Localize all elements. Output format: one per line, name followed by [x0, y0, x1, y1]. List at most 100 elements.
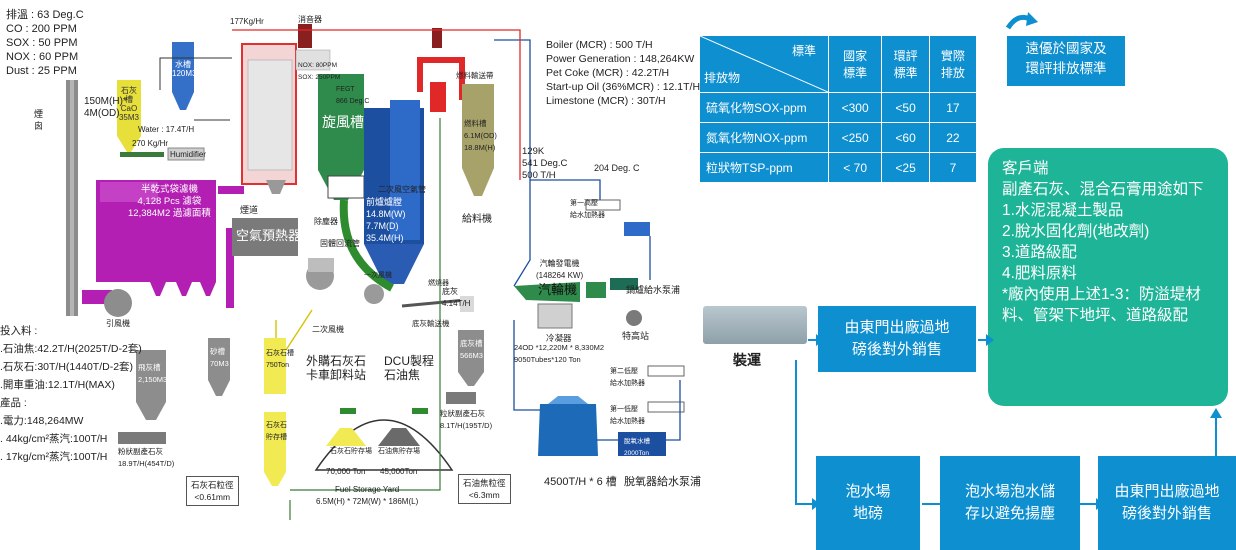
customer-item: 3.道路級配	[1002, 244, 1077, 261]
table-row: 硫氧化物SOX-ppm <300 <50 17	[700, 92, 976, 123]
turbine-shape	[514, 282, 580, 302]
ton-70000-label: 70,000 Ton	[326, 467, 366, 476]
coke-size-label: 石油焦粒徑 <6.3mm	[458, 474, 511, 504]
ton-45000-label: 45,000Ton	[380, 467, 418, 476]
lime-bin-label: 石灰槽 CaO 35M3	[118, 86, 139, 122]
dcu-coke-label: DCU製程 石油焦	[384, 354, 434, 382]
lime-bin-shape	[117, 80, 141, 136]
boiler-label: 前爐爐膛 14.8M(W) 7.7M(D) 35.4M(H)	[366, 197, 406, 243]
lp-heater1-label: 第一低壓 給水加熱器	[610, 406, 645, 425]
silencer-label: 消音器	[298, 15, 322, 24]
bottom-ash-label: 底灰 4.14T/H	[442, 287, 471, 308]
cooling-tower-label: 冷卻水塔	[546, 458, 583, 468]
info-line: SOX : 50 PPM	[6, 37, 78, 49]
spec-line: Power Generation : 148,264KW	[546, 53, 695, 65]
input-line: .石灰石:30T/H(1440T/D-2套)	[0, 361, 134, 373]
row-actual: 7	[929, 152, 976, 183]
boiler-specs: Boiler (MCR) : 500 T/H Power Generation …	[546, 38, 700, 108]
deaerator-pump-label: 脫氧器給水泵浦	[624, 476, 701, 488]
row-national: <250	[828, 122, 883, 153]
arrow-head-icon	[1210, 408, 1222, 418]
nox-label: NOX: 80PPM SOX: 250PPM	[298, 62, 341, 81]
condenser-label: 冷凝器	[546, 333, 572, 343]
lime-size-label: 石灰石粒徑 <0.61mm	[186, 476, 239, 506]
table-corner-header: 標準 排放物	[700, 36, 829, 93]
row-national: < 70	[828, 152, 883, 183]
pond-storage-box: 泡水場泡水儲 存以避免揚塵	[940, 456, 1080, 550]
fan-primary-label: 一次風機	[364, 272, 392, 279]
sec-air-label: 二次風空氣管	[378, 185, 426, 194]
boiler-feed-pump-label: 鍋爐給水泵浦	[626, 285, 681, 295]
feeder-label: 給料機	[462, 214, 492, 225]
water-tank-shape	[172, 42, 194, 92]
flow-177-label: 177Kg/Hr	[230, 17, 264, 26]
flyash-out-label: 粉狀副產石灰 18.9T/H(454T/D)	[118, 447, 175, 468]
special-station-label: 特高站	[622, 331, 650, 341]
cyclone-shape	[318, 74, 364, 170]
row-national: <300	[828, 92, 883, 123]
row-name: 氮氧化物NOX-ppm	[700, 122, 829, 153]
cyclone-label: 旋風槽	[322, 114, 364, 130]
flyash-silo-label: 飛灰槽 2,150M3	[138, 363, 168, 384]
arrow-head-icon	[986, 334, 994, 346]
flow-129k-label: 129K 541 Deg.C 500 T/H	[522, 146, 568, 181]
humidifier-label: Humidifier	[170, 150, 207, 159]
air-preheater-shape	[232, 218, 298, 256]
bag-filter-label: 半乾式袋濾機 4,128 Pcs 濾袋 12,384M2 過濾面積	[128, 184, 211, 219]
dust-collector-label: 除塵器	[314, 217, 338, 226]
storage-yard-label: Fuel Storage Yard 6.5M(H) * 72M(W) * 186…	[316, 485, 419, 506]
spec-line: Boiler (MCR) : 500 T/H	[546, 39, 653, 51]
emission-table: 標準 排放物 國家 標準 環評 標準 實際 排放 硫氧化物SOX-ppm <30…	[700, 36, 976, 183]
fuel-feed-label: 燃料輸送帶	[456, 71, 494, 80]
emission-info: 排溫 : 63 Deg.C CO : 200 PPM SOX : 50 PPM …	[6, 8, 84, 78]
sand-bin-label: 砂槽 70M3	[210, 347, 229, 368]
water-flow-label: Water : 17.4T/H	[138, 125, 195, 134]
turbine-gen-label: 汽輪發電機 (148264 KW)	[536, 259, 584, 280]
info-line: CO : 200 PPM	[6, 23, 77, 35]
bottom-silo-label: 底灰槽 566M3	[460, 339, 483, 360]
info-line: Dust : 25 PPM	[6, 65, 77, 77]
input-line: .電力:148,264MW	[0, 415, 84, 427]
col-national: 國家 標準	[828, 36, 883, 93]
chimney-flow-label: 150M(H)* 4M(OD)	[84, 96, 127, 119]
input-line: 投入料 :	[0, 325, 38, 337]
standards-notice: 遠優於國家及 環評排放標準	[1007, 36, 1125, 86]
bottom-conveyor-label: 底灰輸送機	[412, 319, 450, 328]
fuel-silo-shape	[462, 84, 494, 168]
customer-title: 客戶端	[1002, 160, 1049, 177]
cooling-tower-shape	[538, 404, 598, 456]
humid-flow-label: 270 Kg/Hr	[132, 139, 169, 148]
condenser-spec-label: 24OD *12,220M * 8,330M2 9050Tubes*120 To…	[514, 343, 605, 364]
input-line: .開車重油:12.1T/H(MAX)	[0, 379, 115, 391]
inputs-products: 投入料 : .石油焦:42.2T/H(2025T/D-2套) .石灰石:30T/…	[0, 322, 142, 466]
row-actual: 22	[929, 122, 976, 153]
input-line: . 17kg/cm²蒸汽:100T/H	[0, 451, 108, 463]
truck-image	[703, 306, 807, 344]
turbine-label: 汽輪機	[538, 282, 578, 297]
header-emission: 排放物	[704, 71, 741, 85]
process-diagram	[66, 24, 685, 520]
east-gate-box-top: 由東門出廠過地 磅後對外銷售	[818, 306, 976, 372]
customer-usage: 副產石灰、混合石膏用途如下	[1002, 181, 1204, 198]
row-actual: 17	[929, 92, 976, 123]
customer-item: 2.脫水固化劑(地改劑)	[1002, 223, 1150, 240]
row-eia: <60	[881, 122, 930, 153]
water-tank-label: 水槽 120M3	[172, 60, 197, 78]
fan-inducer-label: 引風機	[106, 319, 130, 328]
chimney-label: 煙 囪	[34, 109, 44, 131]
info-line: 排溫 : 63 Deg.C	[6, 9, 84, 21]
pond-scale-box: 泡水場 地磅	[816, 456, 920, 550]
customer-item: 1.水泥混凝土製品	[1002, 202, 1124, 219]
unload-station-label: 外購石灰石 卡車卸料站	[306, 354, 367, 382]
row-name: 粒狀物TSP-ppm	[700, 152, 829, 183]
coke-yard-label: 石油焦貯存場	[378, 448, 420, 455]
curved-arrow-icon	[1005, 12, 1038, 30]
smoke-label: 煙道	[240, 205, 259, 215]
input-line: . 44kg/cm²蒸汽:100T/H	[0, 433, 108, 445]
row-eia: <50	[881, 92, 930, 123]
lp-heater2-label: 第二低壓 給水加熱器	[610, 368, 645, 387]
deg-204-label: 204 Deg. C	[594, 163, 640, 173]
input-line: .石油焦:42.2T/H(2025T/D-2套)	[0, 343, 142, 355]
lime-silo2-label: 石灰石 貯存槽	[266, 422, 287, 441]
spec-line: Pet Coke (MCR) : 42.2T/H	[546, 67, 670, 79]
